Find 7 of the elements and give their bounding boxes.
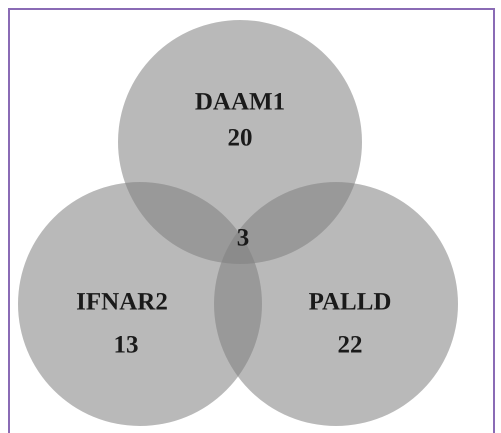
set-name: IFNAR2: [76, 290, 168, 314]
set-name: PALLD: [308, 290, 392, 314]
intersection-count: 3: [236, 226, 250, 250]
set-count: 13: [114, 332, 138, 358]
set-count: 22: [338, 332, 362, 358]
set-count: 20: [228, 126, 252, 150]
set-name: DAAM1: [194, 90, 286, 114]
